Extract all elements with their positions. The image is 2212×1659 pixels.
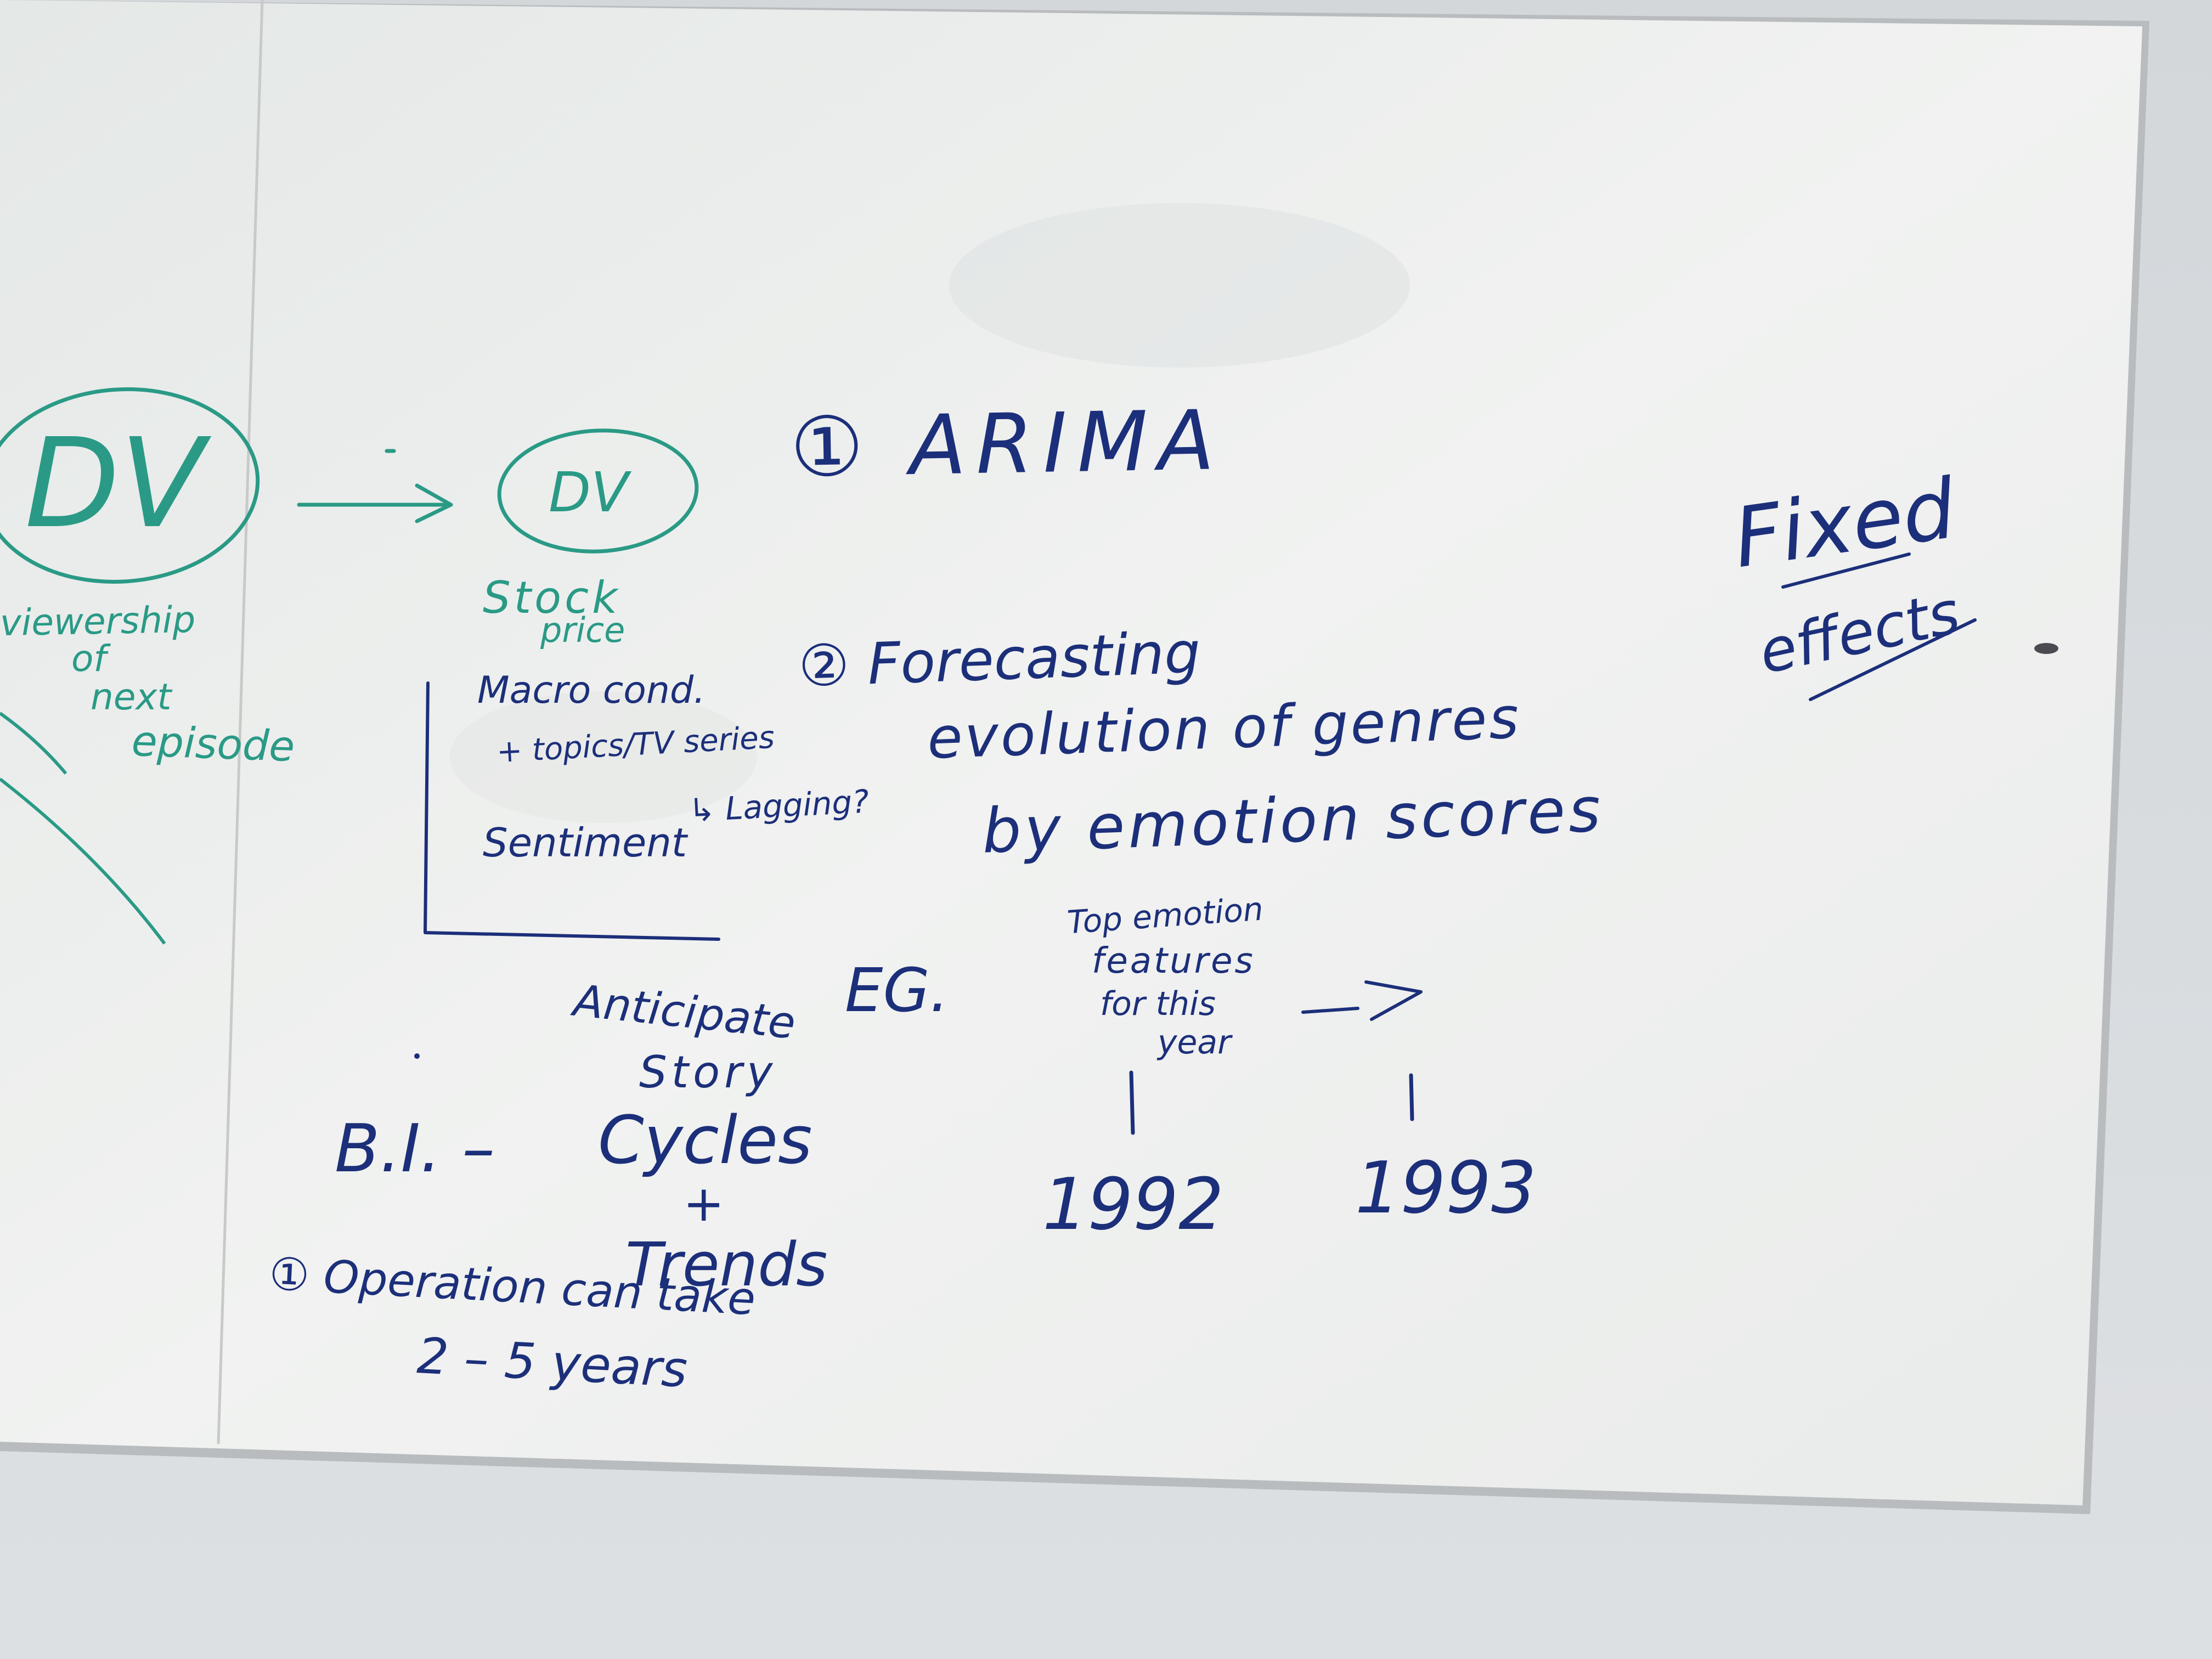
whiteboard-surface [0,0,2142,1505]
dv-left-label: DV [25,412,205,556]
timeline-arrow-head [1364,980,1423,1021]
dv-left-circle [0,387,260,584]
macro-cond-label: Macro cond. [477,669,706,712]
timeline-tick-1993 [1409,1073,1414,1121]
year-1992-label: 1992 [1042,1163,1224,1246]
viewership-label: viewership [0,598,196,645]
cycles-label: Cycles [598,1103,812,1179]
next-label: next [91,676,172,718]
bracket-line [424,681,720,941]
trends-label: Trends [625,1229,828,1300]
price-label: price [540,610,625,650]
dv-right-circle [497,428,699,554]
for-this-label: for this [1100,985,1216,1023]
eraser-smudge [949,203,1410,368]
marker-stain [2034,643,2058,654]
fixed-underline [1781,552,1911,589]
arima-label: ① ARIMA [789,393,1225,496]
stray-dot [414,1053,420,1059]
story-label: Story [639,1047,777,1098]
features-label: features [1092,941,1255,981]
timeline-tick-1992 [1129,1070,1135,1135]
dv-right-label: DV [549,460,629,524]
stock-label: Stock [483,572,621,623]
lagging-label: ↳ Lagging? [687,782,870,830]
episode-label: episode [131,716,296,771]
effects-underline [1809,618,1977,701]
teal-curve-1 [0,712,67,775]
bi-label: B.I. – [335,1111,495,1187]
timeline-arrow-line [1301,1007,1359,1014]
year-label: year [1158,1023,1231,1062]
sentiment-label: Sentiment [483,820,687,866]
plus-label: + [683,1175,725,1233]
year-1993-label: 1993 [1355,1146,1537,1229]
eg-label: EG. [845,955,949,1025]
causal-arrow-head [415,483,453,523]
teal-curve-2 [0,777,166,945]
board-seam [217,0,264,1444]
eraser-smudge [450,691,757,823]
of-label: of [71,637,106,680]
forecasting-label: ② Forecasting [797,619,1202,700]
years-label: 2 – 5 years [415,1327,689,1399]
